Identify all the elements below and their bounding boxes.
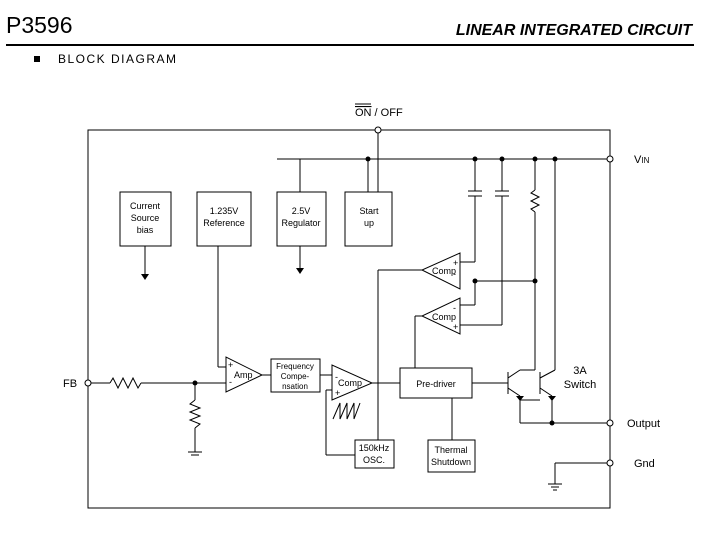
current-source-label-1: Current xyxy=(130,201,161,211)
switch-label-1: 3A xyxy=(573,365,587,377)
regulator-arrow-icon xyxy=(296,268,304,274)
svg-text:+: + xyxy=(228,360,233,370)
document-title: LINEAR INTEGRATED CIRCUIT xyxy=(455,22,692,39)
svg-text:-: - xyxy=(335,372,338,382)
startup-label-2: up xyxy=(364,218,374,228)
thermal-label-2: Shutdown xyxy=(431,457,471,467)
comp-lower-triangle xyxy=(420,297,461,335)
freq-comp-label-3: nsation xyxy=(282,382,308,391)
freq-comp-label-2: Compe- xyxy=(281,372,310,381)
part-number: P3596 xyxy=(6,12,73,38)
reference-label-2: Reference xyxy=(203,218,245,228)
osc-label-2: OSC. xyxy=(363,455,385,465)
comp-upper-label: Comp xyxy=(432,266,456,276)
reference-block xyxy=(196,191,252,247)
freq-comp-label-1: Frequency xyxy=(276,362,314,371)
fb-pin xyxy=(84,379,92,387)
reference-label-1: 1.235V xyxy=(210,206,239,216)
svg-text:+: + xyxy=(335,388,340,398)
output-label: Output xyxy=(627,418,660,430)
output-pin xyxy=(606,419,614,427)
gnd-pin xyxy=(606,459,614,467)
chip-boundary xyxy=(87,129,611,509)
amp-triangle xyxy=(225,356,264,393)
predriver-label: Pre-driver xyxy=(416,379,456,389)
svg-text:-: - xyxy=(229,377,232,387)
vin-sub: IN xyxy=(641,156,649,165)
regulator-label-1: 2.5V xyxy=(292,206,311,216)
thermal-block xyxy=(427,439,476,473)
on-off-suffix: OFF xyxy=(381,107,403,119)
current-source-label-2: Source xyxy=(131,213,160,223)
gnd-label: Gnd xyxy=(634,458,655,470)
comp-upper-triangle xyxy=(420,252,461,290)
on-off-label: ON / OFF xyxy=(355,107,403,119)
switch-label-2: Switch xyxy=(564,379,596,391)
current-source-arrow-icon xyxy=(141,274,149,280)
regulator-label-2: Regulator xyxy=(281,218,320,228)
vin-pin xyxy=(606,155,614,163)
thermal-label-1: Thermal xyxy=(434,445,467,455)
on-off-sep: / xyxy=(372,107,381,119)
osc-block xyxy=(354,439,395,469)
startup-block xyxy=(344,191,393,247)
svg-text:+: + xyxy=(453,322,458,332)
on-off-prefix: ON xyxy=(355,107,372,119)
svg-text:-: - xyxy=(453,269,456,279)
on-off-pin xyxy=(374,126,382,134)
svg-text:+: + xyxy=(453,258,458,268)
amp-label: Amp xyxy=(234,370,253,380)
current-source-block xyxy=(119,191,172,247)
startup-label-1: Start xyxy=(359,206,379,216)
predriver-block xyxy=(399,367,473,399)
header-rule xyxy=(6,44,694,46)
vin-main: V xyxy=(634,154,642,166)
comp-main-triangle xyxy=(331,364,374,401)
svg-text:-: - xyxy=(453,303,456,313)
section-bullet-icon xyxy=(34,56,40,62)
section-title: BLOCK DIAGRAM xyxy=(58,52,178,66)
comp-lower-label: Comp xyxy=(432,312,456,322)
vin-label: VIN xyxy=(634,154,650,166)
current-source-label-3: bias xyxy=(137,225,154,235)
freq-comp-block xyxy=(270,358,321,393)
fb-label: FB xyxy=(63,378,77,390)
osc-label-1: 150kHz xyxy=(359,443,390,453)
regulator-block xyxy=(276,191,327,247)
comp-main-label: Comp xyxy=(338,378,362,388)
